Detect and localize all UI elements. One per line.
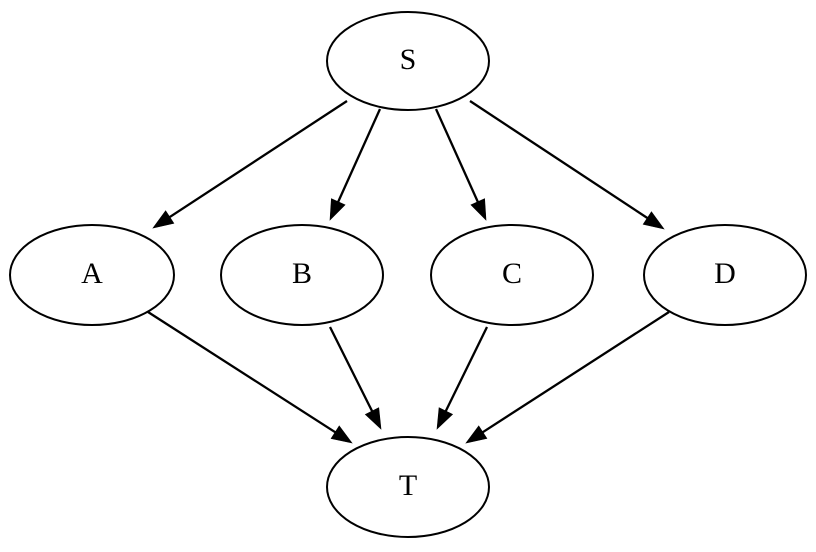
- edge-a-to-t: [147, 311, 353, 444]
- nodes-layer: S A B C D T: [9, 11, 807, 538]
- edge-c-to-t: [436, 326, 489, 430]
- edge-arrowhead-icon: [470, 198, 487, 221]
- node-b[interactable]: B: [220, 224, 384, 326]
- edges-layer: [147, 100, 670, 444]
- node-s-ellipse[interactable]: [326, 11, 490, 111]
- node-t-ellipse[interactable]: [326, 436, 490, 538]
- edge-arrowhead-icon: [329, 198, 346, 221]
- edge-arrowhead-icon: [152, 210, 175, 229]
- node-a[interactable]: A: [9, 224, 175, 326]
- edge-line: [147, 311, 339, 435]
- edge-line: [166, 100, 348, 220]
- node-c[interactable]: C: [430, 224, 594, 326]
- edge-b-to-t: [328, 326, 382, 430]
- edge-line: [328, 326, 375, 415]
- edge-line: [479, 311, 670, 435]
- node-b-ellipse[interactable]: [220, 224, 384, 326]
- node-s-label: S: [400, 43, 417, 76]
- edge-arrowhead-icon: [330, 425, 353, 444]
- node-d-label: D: [714, 257, 736, 290]
- edge-s-to-a: [152, 100, 348, 229]
- node-t[interactable]: T: [326, 436, 490, 538]
- edge-line: [443, 326, 489, 415]
- edge-arrowhead-icon: [642, 211, 665, 230]
- edge-s-to-d: [469, 100, 665, 230]
- edge-arrowhead-icon: [364, 407, 382, 430]
- edge-line: [434, 108, 481, 205]
- node-b-label: B: [292, 257, 312, 290]
- node-a-label: A: [81, 257, 103, 290]
- node-d[interactable]: D: [643, 224, 807, 326]
- node-t-label: T: [399, 469, 417, 502]
- edge-arrowhead-icon: [465, 425, 488, 444]
- node-s[interactable]: S: [326, 11, 490, 111]
- node-c-label: C: [502, 257, 522, 290]
- node-c-ellipse[interactable]: [430, 224, 594, 326]
- edge-s-to-b: [329, 108, 382, 221]
- edge-line: [469, 100, 651, 221]
- edge-arrowhead-icon: [436, 407, 454, 430]
- node-d-ellipse[interactable]: [643, 224, 807, 326]
- node-a-ellipse[interactable]: [9, 224, 175, 326]
- edge-d-to-t: [465, 311, 670, 444]
- edge-line: [335, 108, 382, 205]
- edge-s-to-c: [434, 108, 487, 221]
